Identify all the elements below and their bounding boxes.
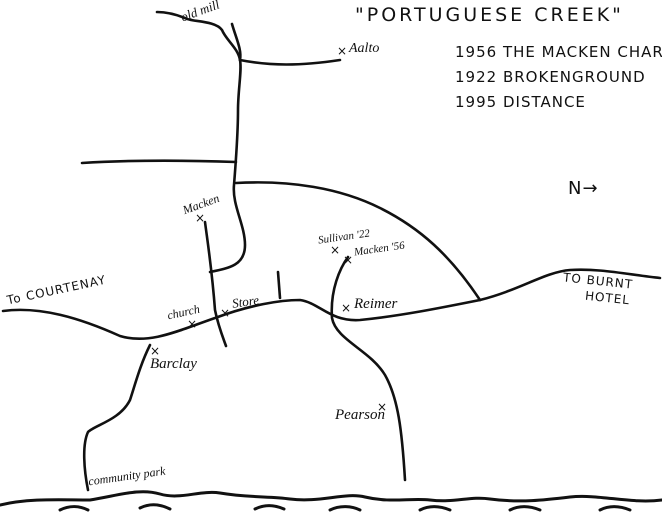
loop-road [234, 181, 482, 302]
mill-branch [230, 22, 242, 62]
label-barclay: Barclay [150, 356, 197, 372]
marker-macken: × [195, 211, 206, 225]
marker-store: × [220, 306, 231, 320]
shoreline-waves [58, 503, 632, 512]
north-arrow: N→ [568, 178, 599, 199]
map-title: "PORTUGUESE CREEK" [355, 4, 624, 26]
marker-sullivan: × [330, 243, 341, 257]
legend-entry: 1995 DISTANCE [455, 95, 586, 110]
macken-lane [203, 220, 228, 348]
spine-road [155, 10, 247, 274]
legend-year: 1995 [455, 93, 498, 111]
label-store: Store [231, 292, 260, 311]
marker-pearson: × [377, 400, 388, 414]
marker-reimer: × [341, 301, 352, 315]
legend-text: BROKENGROUND [502, 68, 646, 86]
main-road [1, 268, 662, 340]
legend-year: 1956 [455, 43, 498, 61]
barclay-road [82, 343, 152, 492]
marker-barclay: × [150, 344, 161, 358]
aalto-road [238, 58, 342, 66]
label-pearson: Pearson [335, 407, 385, 423]
pearson-road [330, 255, 407, 482]
west-road-top [80, 159, 238, 165]
label-reimer: Reimer [354, 296, 398, 312]
legend-text: DISTANCE [502, 93, 586, 111]
legend-text: THE MACKEN CHARM [502, 43, 662, 61]
label-aalto: Aalto [349, 41, 380, 56]
marker-church: × [187, 317, 198, 331]
shoreline [0, 490, 662, 507]
marker-aalto: × [337, 44, 348, 58]
short-stub [276, 270, 282, 300]
marker-macken-56: × [343, 253, 354, 267]
legend-year: 1922 [455, 68, 498, 86]
legend-entry: 1956 THE MACKEN CHARM [455, 45, 662, 60]
legend-entry: 1922 BROKENGROUND [455, 70, 646, 85]
